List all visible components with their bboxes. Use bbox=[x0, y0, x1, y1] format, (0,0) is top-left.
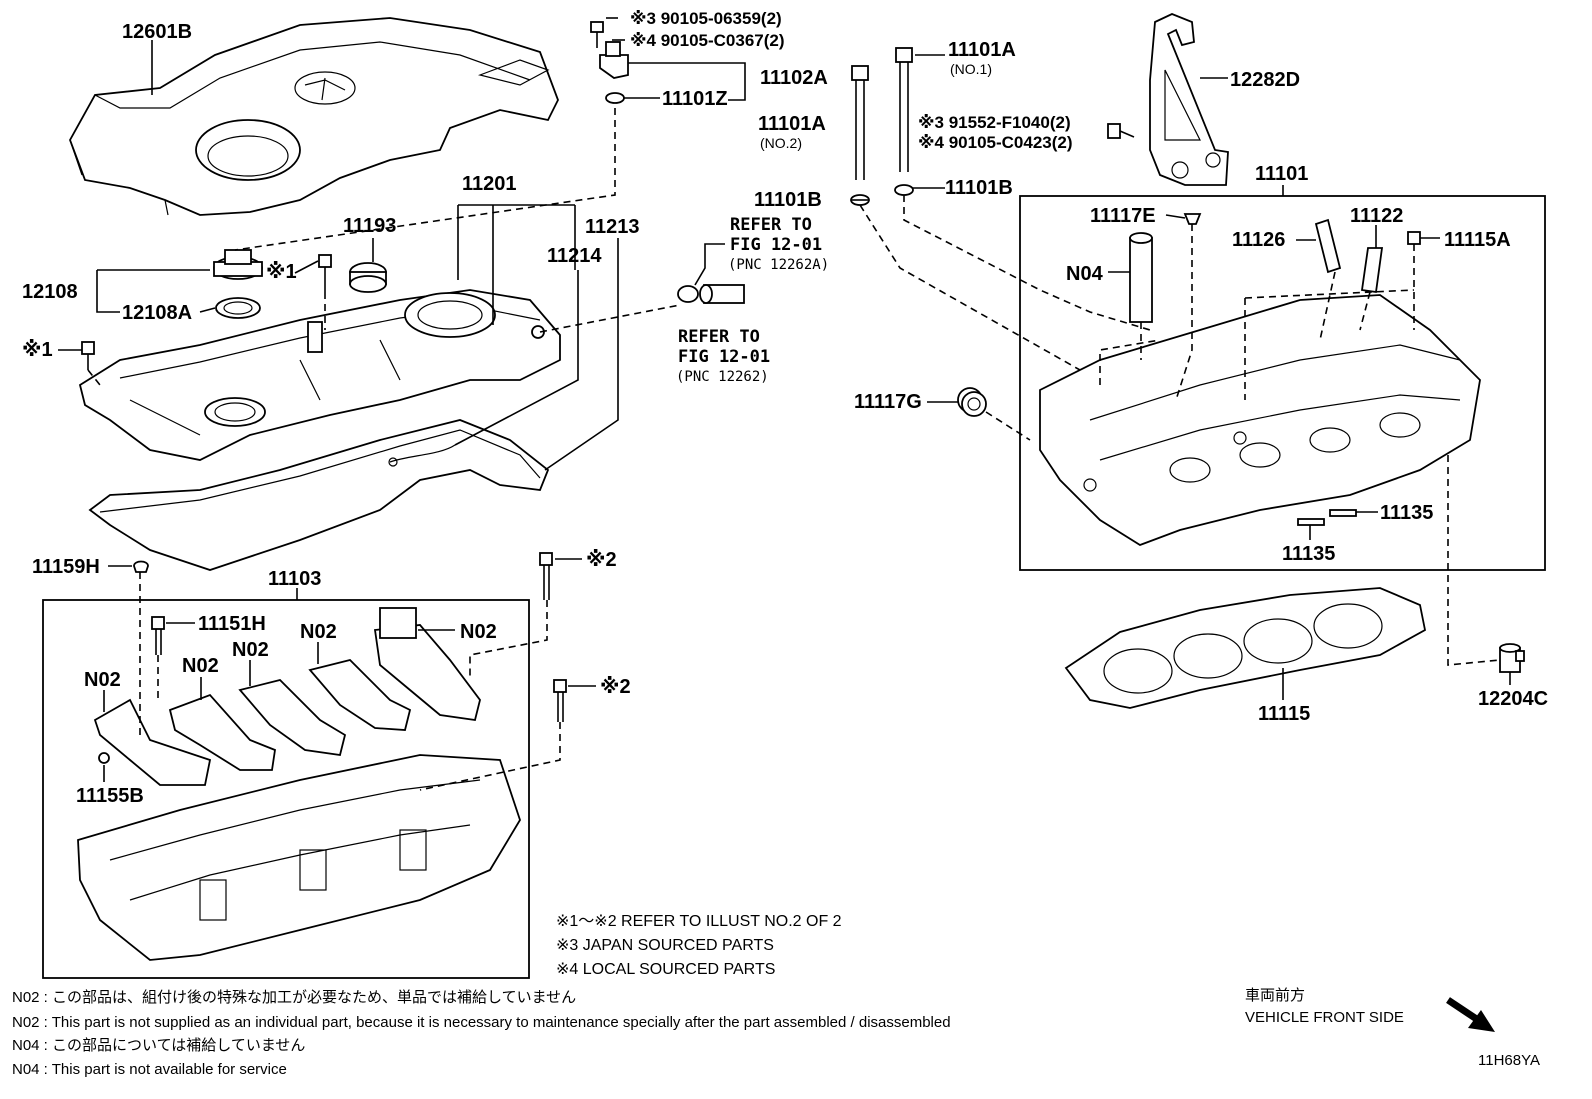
label-11115: 11115 bbox=[1258, 703, 1310, 725]
footnotes: N02 : この部品は、組付け後の特殊な加工が必要なため、単品では補給していませ… bbox=[12, 989, 951, 1078]
label-12108A: 12108A bbox=[122, 302, 192, 324]
label-11115A: 11115A bbox=[1444, 229, 1511, 251]
reference-1-line1: REFER TO bbox=[730, 215, 812, 235]
label-x2-b: ※2 bbox=[600, 676, 631, 698]
engine-hanger-illustration[interactable] bbox=[1149, 13, 1229, 186]
label-11193: 11193 bbox=[343, 215, 396, 237]
label-12204C: 12204C bbox=[1478, 688, 1548, 710]
label-11117E: 11117E bbox=[1090, 205, 1156, 227]
label-11155B: 11155B bbox=[76, 785, 144, 807]
label-11126: 11126 bbox=[1232, 229, 1285, 251]
reference-1-line3: (PNC 12262A) bbox=[728, 257, 829, 273]
bolt-x1-illustration[interactable] bbox=[81, 254, 332, 370]
footnote-n04-jp: N04 : この部品については補給していません bbox=[12, 1037, 305, 1054]
legend-notes: ※1～※2 REFER TO ILLUST NO.2 OF 2 ※3 JAPAN… bbox=[556, 913, 842, 978]
label-11117G: 11117G bbox=[854, 391, 922, 413]
hose-clamp-illustration[interactable] bbox=[677, 284, 745, 304]
dowel-11135-a-illustration[interactable] bbox=[1297, 518, 1325, 526]
valve-cover-gasket-illustration[interactable] bbox=[88, 419, 550, 571]
note-1: ※1～※2 REFER TO ILLUST NO.2 OF 2 bbox=[556, 913, 842, 930]
engine-cover-illustration[interactable] bbox=[69, 17, 559, 216]
label-x2-a: ※2 bbox=[586, 549, 617, 571]
footnote-n02-en: N02 : This part is not supplied as an in… bbox=[12, 1014, 951, 1031]
label-bolt-x3b: ※3 91552-F1040(2) bbox=[918, 113, 1071, 132]
seal-11193-illustration[interactable] bbox=[349, 262, 387, 293]
spark-plug-tube-gasket-illustration[interactable] bbox=[389, 444, 456, 463]
reference-2-line3: (PNC 12262) bbox=[676, 369, 769, 385]
label-N02-c: N02 bbox=[232, 639, 269, 661]
vehicle-front-arrow-icon bbox=[1446, 997, 1495, 1032]
label-11159H: 11159H bbox=[32, 556, 100, 578]
dashed-assembly-lines bbox=[87, 108, 1501, 791]
label-11151H: 11151H bbox=[198, 613, 266, 635]
sensor-bracket-11102A-illustration[interactable] bbox=[590, 21, 629, 104]
cylinder-head-illustration[interactable] bbox=[1039, 294, 1481, 546]
head-bolt-no1-illustration[interactable] bbox=[894, 47, 914, 196]
pin-11122-illustration[interactable] bbox=[1360, 247, 1384, 294]
label-11135-a: 11135 bbox=[1380, 502, 1433, 524]
label-11101A-no1: 11101A bbox=[948, 39, 1016, 61]
reference-1-line2: FIG 12-01 bbox=[730, 235, 822, 255]
reference-2-line2: FIG 12-01 bbox=[678, 347, 770, 367]
label-12108: 12108 bbox=[22, 281, 78, 303]
label-N04: N04 bbox=[1066, 263, 1104, 285]
camshaft-housing-illustration[interactable] bbox=[77, 754, 521, 961]
label-N02-d: N02 bbox=[300, 621, 337, 643]
label-bolt-x4b: ※4 90105-C0423(2) bbox=[918, 133, 1073, 152]
plug-11117E-illustration[interactable] bbox=[1183, 213, 1202, 225]
plug-12204C-illustration[interactable] bbox=[1499, 643, 1525, 673]
oil-filler-cap-illustration[interactable] bbox=[213, 249, 263, 319]
label-bolt-x3: ※3 90105-06359(2) bbox=[630, 9, 782, 28]
cylinder-head-gasket-illustration[interactable] bbox=[1064, 587, 1427, 709]
note-3: ※4 LOCAL SOURCED PARTS bbox=[556, 961, 775, 978]
reference-2-line1: REFER TO bbox=[678, 327, 760, 347]
label-11101A-no2-sub: (NO.2) bbox=[760, 135, 802, 151]
note-2: ※3 JAPAN SOURCED PARTS bbox=[556, 937, 774, 954]
label-11101A-no1-sub: (NO.1) bbox=[950, 61, 992, 77]
valve-cover-illustration[interactable] bbox=[78, 289, 561, 461]
plug-11159H-illustration[interactable] bbox=[133, 560, 149, 573]
label-11101B-b: 11101B bbox=[945, 177, 1013, 199]
part-labels: 12601B 11201 11193 11213 11214 12108 121… bbox=[22, 9, 1548, 807]
label-11103: 11103 bbox=[268, 568, 321, 590]
label-11214: 11214 bbox=[547, 245, 602, 267]
label-12282D: 12282D bbox=[1230, 69, 1300, 91]
direction-label-jp: 車両前方 bbox=[1245, 987, 1305, 1004]
label-11101B-a: 11101B bbox=[754, 189, 822, 211]
label-11201: 11201 bbox=[462, 173, 517, 195]
label-12601B: 12601B bbox=[122, 21, 192, 43]
label-bolt-x4: ※4 90105-C0367(2) bbox=[630, 31, 785, 50]
bolt-11151H-illustration[interactable] bbox=[151, 616, 165, 655]
dowel-11135-b-illustration[interactable] bbox=[1329, 509, 1357, 517]
leader-lines bbox=[58, 17, 1511, 782]
direction-label-en: VEHICLE FRONT SIDE bbox=[1245, 1009, 1404, 1026]
label-11102A: 11102A bbox=[760, 67, 828, 89]
camshaft-caps-illustration[interactable] bbox=[93, 607, 481, 786]
pin-11126-illustration[interactable] bbox=[1314, 218, 1342, 274]
n04-pin-illustration[interactable] bbox=[1129, 237, 1153, 323]
camshaft-housing-group-box bbox=[42, 599, 530, 979]
hanger-bolt-illustration[interactable] bbox=[1107, 123, 1135, 139]
head-bolt-no2-illustration[interactable] bbox=[850, 65, 870, 206]
footnote-n02-jp: N02 : この部品は、組付け後の特殊な加工が必要なため、単品では補給していませ… bbox=[12, 989, 576, 1006]
label-N02-a: N02 bbox=[84, 669, 121, 691]
bolt-x2-a-illustration[interactable] bbox=[539, 552, 553, 600]
label-11101: 11101 bbox=[1255, 163, 1308, 185]
label-N02-b: N02 bbox=[182, 655, 219, 677]
label-11213: 11213 bbox=[585, 216, 640, 238]
seal-11117G-illustration[interactable] bbox=[957, 387, 987, 417]
label-11135-b: 11135 bbox=[1282, 543, 1335, 565]
bolt-x2-b-illustration[interactable] bbox=[553, 679, 567, 722]
label-11101A-no2: 11101A bbox=[758, 113, 826, 135]
figure-references: REFER TO FIG 12-01 (PNC 12262A) REFER TO… bbox=[676, 215, 829, 385]
label-x1-a: ※1 bbox=[266, 261, 297, 283]
footnote-n04-en: N04 : This part is not available for ser… bbox=[12, 1061, 287, 1078]
label-x1-b: ※1 bbox=[22, 339, 53, 361]
plug-11115A-illustration[interactable] bbox=[1407, 231, 1421, 245]
label-11101Z: 11101Z bbox=[662, 88, 728, 110]
illustration-code: 11H68YA bbox=[1478, 1052, 1540, 1069]
label-N02-e: N02 bbox=[460, 621, 497, 643]
label-11122: 11122 bbox=[1350, 205, 1403, 227]
